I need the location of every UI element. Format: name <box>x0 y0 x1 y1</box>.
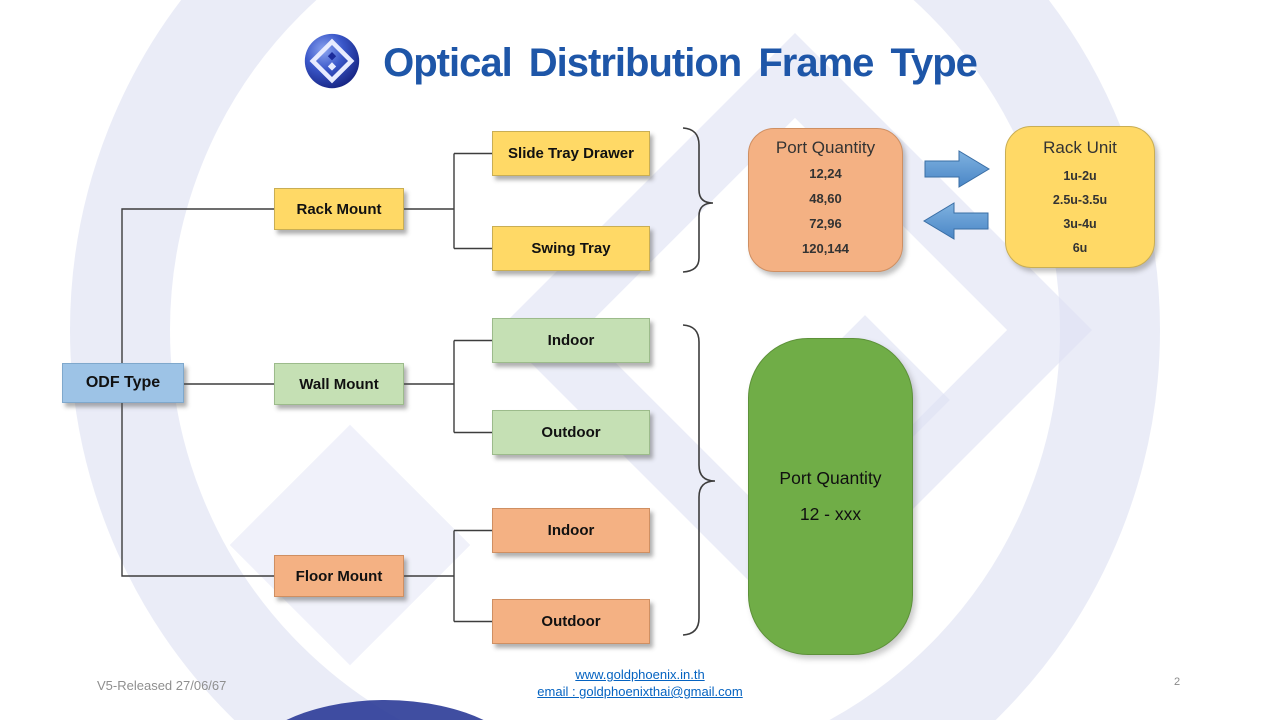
general-port-quantity-title: Port Quantity <box>779 468 882 488</box>
port-quantity-value: 120,144 <box>802 241 849 256</box>
odf-type-label: ODF Type <box>85 374 161 391</box>
rack-unit-value: 2.5u-3.5u <box>1052 193 1108 207</box>
general-port-quantity-panel: Port Quantity 12 - xxx <box>748 338 913 655</box>
footer-links: www.goldphoenix.in.th email : goldphoeni… <box>0 666 1280 700</box>
rack-unit-title: Rack Unit <box>1043 138 1117 157</box>
floor-mount-box: Floor Mount <box>274 555 404 597</box>
floor-mount-label: Floor Mount <box>295 567 383 585</box>
wall-indoor-box: Indoor <box>492 318 650 363</box>
version-text: V5-Released 27/06/67 <box>97 678 227 693</box>
email-link[interactable]: email : goldphoenixthai@gmail.com <box>537 684 743 699</box>
swing-tray-label: Swing Tray <box>531 240 611 257</box>
rack-unit-value: 1u-2u <box>1063 169 1097 183</box>
rack-unit-value: 3u-4u <box>1063 217 1097 231</box>
swing-tray-box: Swing Tray <box>492 226 650 271</box>
port-quantity-title: Port Quantity <box>775 138 876 157</box>
floor-outdoor-box: Outdoor <box>492 599 650 644</box>
wall-outdoor-label: Outdoor <box>541 424 601 441</box>
website-link[interactable]: www.goldphoenix.in.th <box>575 667 705 682</box>
rack-unit-panel: Rack Unit 1u-2u 2.5u-3.5u 3u-4u 6u <box>1005 126 1155 268</box>
port-quantity-value: 72,96 <box>809 216 842 231</box>
port-quantity-value: 12,24 <box>809 166 842 181</box>
floor-indoor-box: Indoor <box>492 508 650 553</box>
rack-mount-label: Rack Mount <box>296 200 382 218</box>
wall-mount-label: Wall Mount <box>299 375 379 393</box>
odf-type-box: ODF Type <box>62 363 184 403</box>
page-number: 2 <box>1174 676 1181 688</box>
wall-indoor-label: Indoor <box>547 332 595 349</box>
wall-outdoor-box: Outdoor <box>492 410 650 455</box>
floor-outdoor-label: Outdoor <box>541 613 601 630</box>
floor-indoor-label: Indoor <box>547 522 595 539</box>
port-quantity-value: 48,60 <box>809 191 842 206</box>
slide-header: Optical Distribution Frame Type <box>0 32 1280 95</box>
wall-mount-box: Wall Mount <box>274 363 404 405</box>
port-quantity-panel: Port Quantity 12,24 48,60 72,96 120,144 <box>748 128 903 272</box>
rack-unit-value: 6u <box>1072 241 1088 255</box>
general-port-quantity-range: 12 - xxx <box>799 504 862 524</box>
slide-tray-drawer-box: Slide Tray Drawer <box>492 131 650 176</box>
slide-tray-drawer-label: Slide Tray Drawer <box>508 145 634 162</box>
slide-title: Optical Distribution Frame Type <box>383 41 978 85</box>
company-logo-icon <box>303 32 361 95</box>
rack-mount-box: Rack Mount <box>274 188 404 230</box>
